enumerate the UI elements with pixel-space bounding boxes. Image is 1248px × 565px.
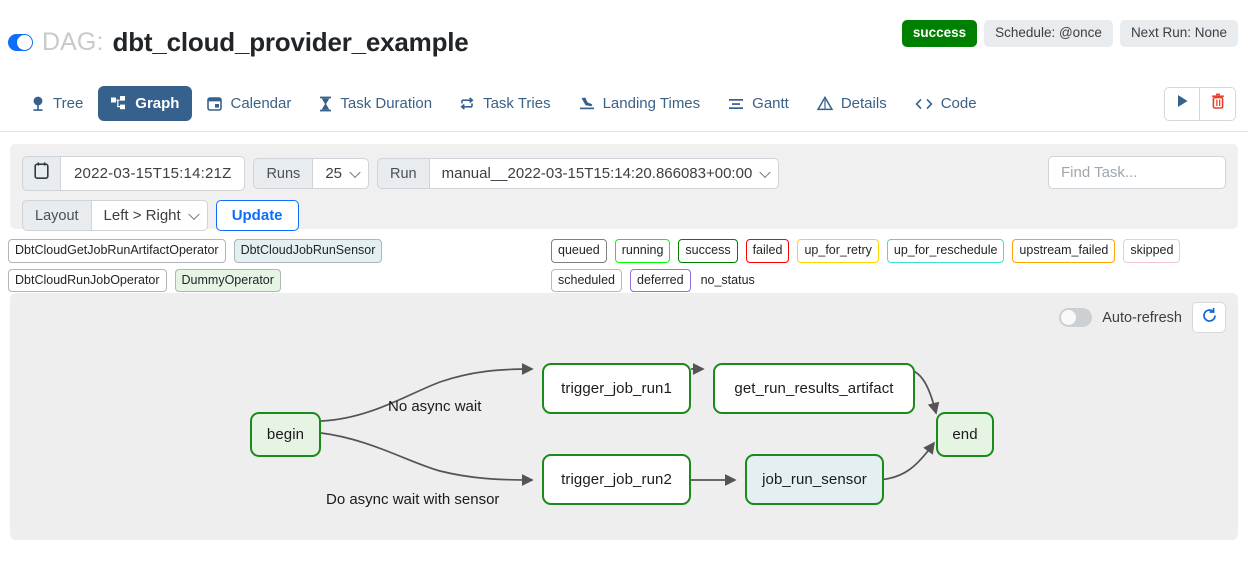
legend-state-success[interactable]: success xyxy=(678,239,738,263)
legend-state-deferred[interactable]: deferred xyxy=(630,268,691,292)
tab-code[interactable]: Code xyxy=(902,86,990,121)
run-select[interactable]: manual__2022-03-15T15:14:20.866083+00:00 xyxy=(429,158,780,189)
code-icon xyxy=(915,97,933,111)
tab-details[interactable]: Details xyxy=(804,86,900,121)
legend-state-queued[interactable]: queued xyxy=(551,239,607,263)
legend-states: queued running success failed up_for_ret… xyxy=(551,239,1248,292)
graph-icon xyxy=(111,96,127,111)
trigger-dag-button[interactable] xyxy=(1164,86,1200,121)
runs-group: Runs 25 xyxy=(253,158,369,189)
auto-refresh-label: Auto-refresh xyxy=(1102,309,1182,326)
status-badge: success xyxy=(901,20,978,47)
legend-state-upstream-failed[interactable]: upstream_failed xyxy=(1012,239,1116,263)
legend-state-up-for-retry[interactable]: up_for_retry xyxy=(797,239,879,263)
toolbar-row-1: 2022-03-15T15:14:21Z Runs 25 Run manual_… xyxy=(22,156,1226,191)
tab-gantt[interactable]: Gantt xyxy=(715,86,802,121)
tab-task-duration[interactable]: Task Duration xyxy=(306,86,445,121)
tab-label: Details xyxy=(840,95,887,112)
base-date-input[interactable]: 2022-03-15T15:14:21Z xyxy=(61,156,246,191)
tab-label: Gantt xyxy=(752,95,789,112)
graph-node-get-run-results-artifact[interactable]: get_run_results_artifact xyxy=(713,363,915,414)
dag-label: DAG: xyxy=(42,28,104,56)
layout-label: Layout xyxy=(22,200,92,231)
legend: DbtCloudGetJobRunArtifactOperator DbtClo… xyxy=(8,239,1240,292)
next-run-badge[interactable]: Next Run: None xyxy=(1119,20,1238,47)
legend-state-failed[interactable]: failed xyxy=(745,239,790,263)
landing-icon xyxy=(579,96,595,111)
view-tabs-bar: Tree Graph Calendar Task Duration Task T xyxy=(0,76,1248,132)
play-icon xyxy=(1176,94,1189,113)
delete-dag-button[interactable] xyxy=(1200,86,1236,121)
tab-label: Tree xyxy=(53,95,84,112)
runs-select[interactable]: 25 xyxy=(313,158,369,189)
run-label: Run xyxy=(377,158,430,189)
header-badges: success Schedule: @once Next Run: None xyxy=(901,20,1238,47)
refresh-icon xyxy=(1201,307,1218,329)
tab-tree[interactable]: Tree xyxy=(18,86,96,121)
dag-name: dbt_cloud_provider_example xyxy=(112,27,469,57)
tab-label: Task Tries xyxy=(483,95,551,112)
legend-state-running[interactable]: running xyxy=(614,239,671,263)
layout-group: Layout Left > Right xyxy=(22,200,208,231)
view-tabs: Tree Graph Calendar Task Duration Task T xyxy=(12,76,1236,131)
base-date-group: 2022-03-15T15:14:21Z xyxy=(22,156,246,191)
tab-task-tries[interactable]: Task Tries xyxy=(447,86,564,121)
tree-icon xyxy=(31,96,45,112)
legend-operator-chip: DbtCloudJobRunSensor xyxy=(233,239,383,263)
runs-label: Runs xyxy=(253,158,314,189)
legend-state-up-for-reschedule[interactable]: up_for_reschedule xyxy=(886,239,1005,263)
calendar-icon xyxy=(33,162,50,185)
graph-edge-label: Do async wait with sensor xyxy=(326,491,500,508)
legend-operator-chip: DummyOperator xyxy=(174,268,281,292)
graph-node-job-run-sensor[interactable]: job_run_sensor xyxy=(745,454,884,505)
graph-node-begin[interactable]: begin xyxy=(250,412,321,457)
retry-icon xyxy=(460,96,475,111)
legend-operators: DbtCloudGetJobRunArtifactOperator DbtClo… xyxy=(8,239,528,292)
find-task-input[interactable]: Find Task... xyxy=(1048,156,1226,189)
graph-node-trigger-job-run1[interactable]: trigger_job_run1 xyxy=(542,363,691,414)
graph-node-trigger-job-run2[interactable]: trigger_job_run2 xyxy=(542,454,691,505)
layout-select[interactable]: Left > Right xyxy=(91,200,208,231)
trash-icon xyxy=(1211,93,1225,114)
legend-state-skipped[interactable]: skipped xyxy=(1123,239,1181,263)
graph-edge-label: No async wait xyxy=(388,398,482,415)
pause-toggle-icon[interactable] xyxy=(8,34,33,51)
dag-actions xyxy=(1164,86,1236,121)
graph-panel: Auto-refresh begin trigger_ xyxy=(10,293,1238,540)
schedule-badge[interactable]: Schedule: @once xyxy=(984,20,1113,47)
tab-label: Graph xyxy=(135,95,180,112)
legend-operator-chip: DbtCloudRunJobOperator xyxy=(8,268,167,292)
page-header: DAG: dbt_cloud_provider_example success … xyxy=(0,0,1248,76)
graph-node-end[interactable]: end xyxy=(936,412,994,457)
dag-title: DAG: dbt_cloud_provider_example xyxy=(8,27,469,58)
auto-refresh-toggle[interactable] xyxy=(1059,308,1093,327)
gantt-icon xyxy=(728,97,744,111)
tab-label: Landing Times xyxy=(602,95,701,112)
legend-state-scheduled[interactable]: scheduled xyxy=(551,268,622,292)
calendar-picker-button[interactable] xyxy=(22,156,61,191)
filter-toolbar: 2022-03-15T15:14:21Z Runs 25 Run manual_… xyxy=(10,144,1238,231)
tab-graph[interactable]: Graph xyxy=(98,86,193,121)
legend-operator-chip: DbtCloudGetJobRunArtifactOperator xyxy=(8,239,226,263)
refresh-button[interactable] xyxy=(1192,302,1226,333)
tab-calendar[interactable]: Calendar xyxy=(194,86,304,121)
tab-label: Code xyxy=(940,95,977,112)
legend-state-no-status: no_status xyxy=(700,272,755,287)
tab-landing-times[interactable]: Landing Times xyxy=(566,86,714,121)
update-button[interactable]: Update xyxy=(215,200,299,231)
run-group: Run manual__2022-03-15T15:14:20.866083+0… xyxy=(377,158,780,189)
tab-label: Task Duration xyxy=(340,95,433,112)
calendar-icon xyxy=(207,96,223,111)
tab-label: Calendar xyxy=(230,95,292,112)
graph-tools: Auto-refresh xyxy=(1059,302,1226,333)
toolbar-row-2: Layout Left > Right Update xyxy=(22,200,1226,231)
warning-triangle-icon xyxy=(816,96,833,111)
hourglass-icon xyxy=(319,96,332,112)
